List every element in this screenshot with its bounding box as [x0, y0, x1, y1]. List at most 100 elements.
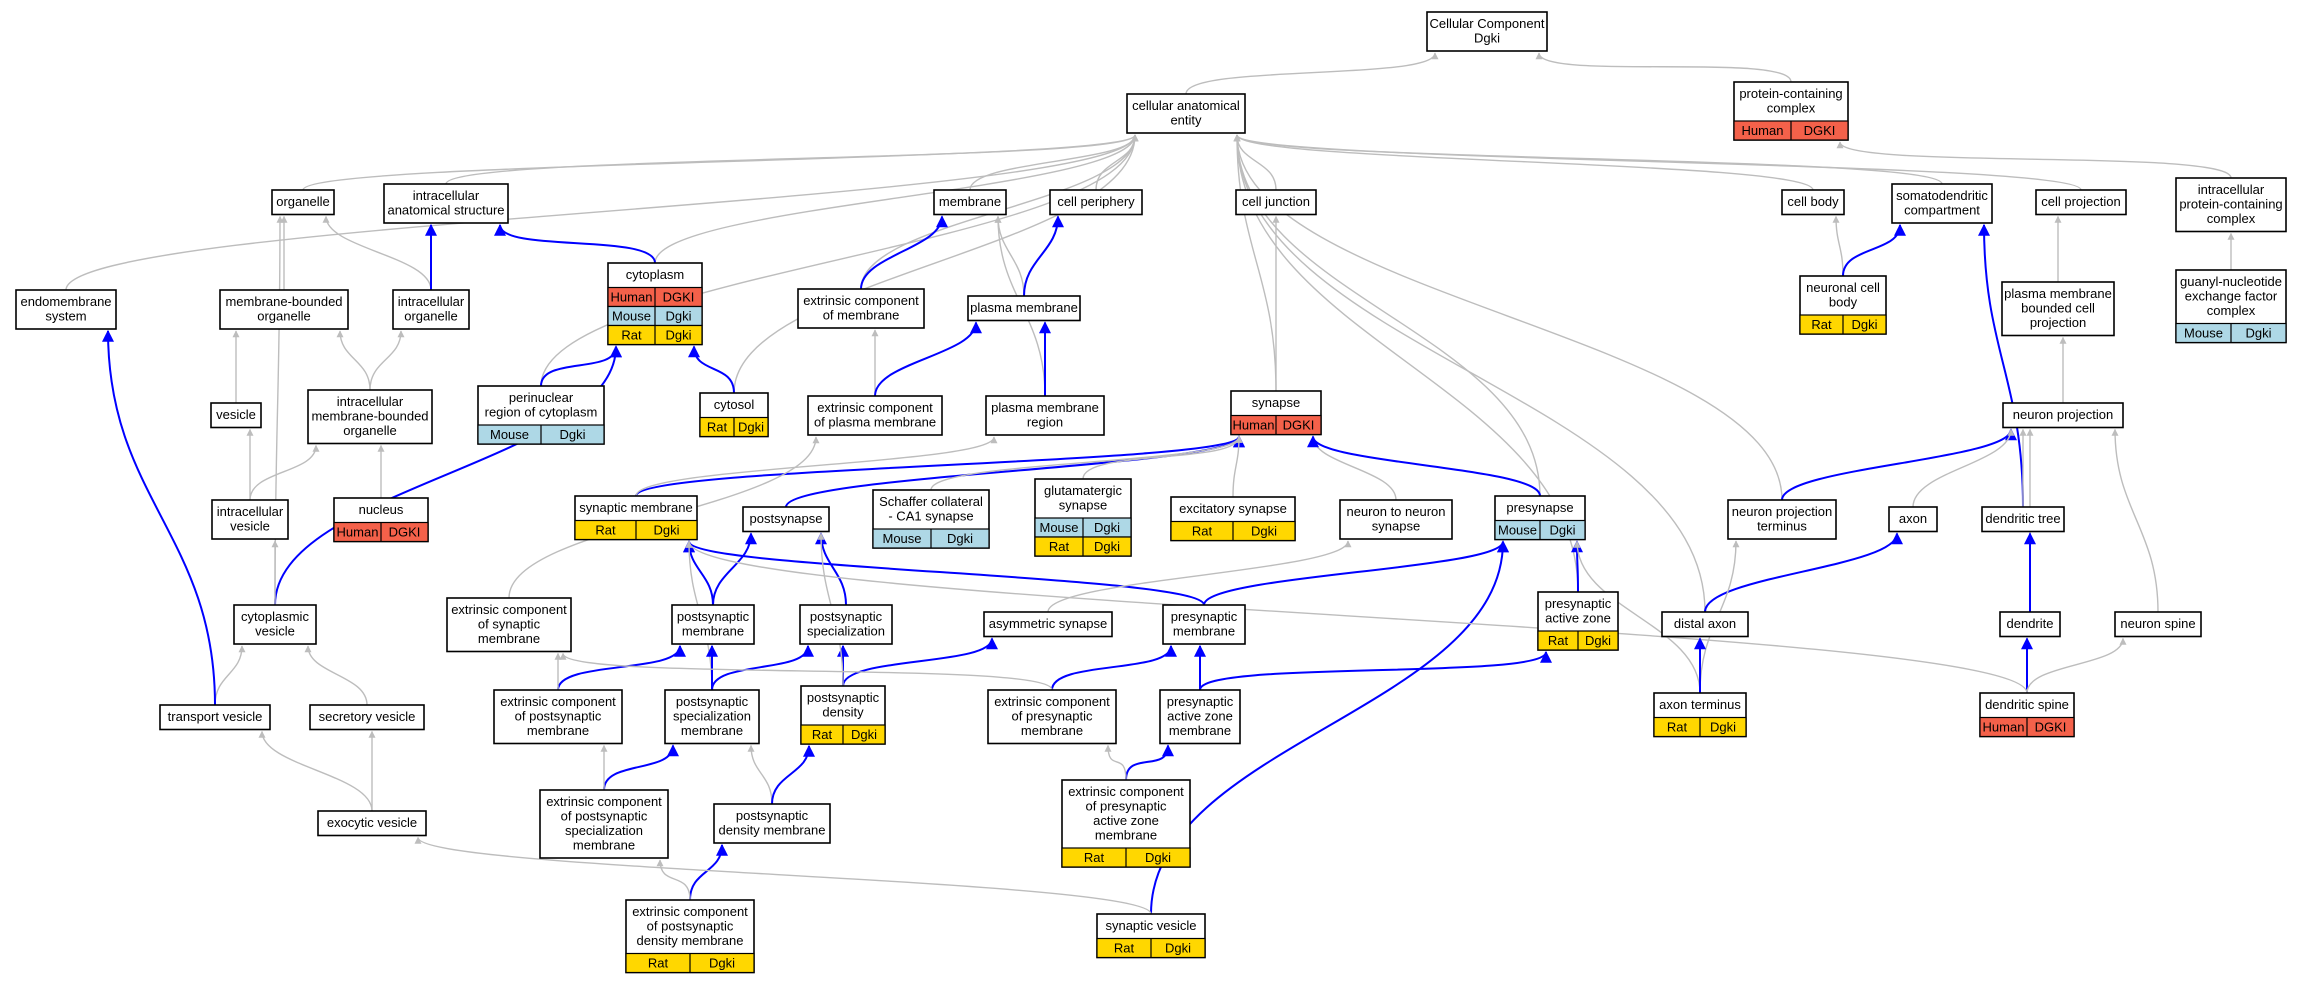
node-label: cell periphery [1057, 194, 1135, 209]
edge-blue [711, 644, 814, 691]
node-label: membrane [682, 624, 744, 639]
edge-grey [336, 330, 371, 391]
node-label: secretory vesicle [319, 709, 416, 724]
go-term-node[interactable]: cell junction [1235, 189, 1317, 216]
go-term-node[interactable]: cell periphery [1049, 189, 1143, 216]
go-term-node[interactable]: secretory vesicle [309, 704, 425, 731]
species-label: Rat [1114, 941, 1135, 956]
node-box [807, 395, 943, 436]
edge-grey [249, 444, 320, 501]
node-label: of postsynaptic [647, 919, 734, 934]
species-label: Mouse [1498, 523, 1537, 538]
edge-grey [1233, 134, 1277, 392]
species-label: Rat [621, 328, 642, 343]
go-term-node[interactable]: postsynapse [742, 506, 830, 533]
node-box [233, 604, 317, 645]
go-term-node[interactable]: membrane [933, 189, 1007, 216]
node-box [742, 506, 830, 533]
edge-grey [1233, 134, 1541, 497]
node-label: specialization [807, 624, 885, 639]
node-label: neuron to neuron [1346, 504, 1445, 519]
go-term-node[interactable]: organelle [271, 189, 335, 216]
go-term-node[interactable]: asymmetric synapse [983, 611, 1113, 638]
go-term-node[interactable]: neuron spine [2114, 611, 2202, 638]
go-term-node[interactable]: exocytic vesicle [317, 810, 427, 837]
go-term-node[interactable]: axon [1888, 506, 1938, 533]
node-box [987, 689, 1117, 745]
node-label: - CA1 synapse [888, 509, 973, 524]
species-label: Rat [1192, 524, 1213, 539]
node-box [1888, 506, 1938, 533]
node-label: synaptic membrane [579, 500, 692, 515]
go-term-node[interactable]: dendrite [1999, 611, 2061, 638]
go-term-node[interactable]: vesicle [210, 402, 262, 429]
edge-grey [258, 730, 373, 812]
go-term-node[interactable]: cell body [1781, 189, 1845, 216]
species-label: Mouse [490, 427, 529, 442]
node-label: transport vesicle [168, 709, 263, 724]
go-term-node[interactable]: transport vesicle [159, 704, 271, 731]
gene-symbol: Dgki [1851, 317, 1877, 332]
go-term-node[interactable]: cell projection [2035, 189, 2127, 216]
node-box [671, 604, 755, 645]
edge-grey [1832, 215, 1844, 277]
node-label: membrane [1173, 624, 1235, 639]
node-label: of plasma membrane [814, 415, 936, 430]
go-term-node[interactable]: neuron projection [2002, 402, 2124, 429]
node-label: exocytic vesicle [327, 815, 417, 830]
go-term-node[interactable]: dendritic tree [1981, 506, 2065, 533]
go-term-node[interactable]: distal axon [1661, 611, 1749, 638]
node-label: active zone [1545, 611, 1611, 626]
node-label: cellular anatomical [1132, 98, 1240, 113]
gene-symbol: DGKI [1283, 418, 1315, 433]
go-term-node[interactable]: plasma membrane [967, 295, 1081, 322]
